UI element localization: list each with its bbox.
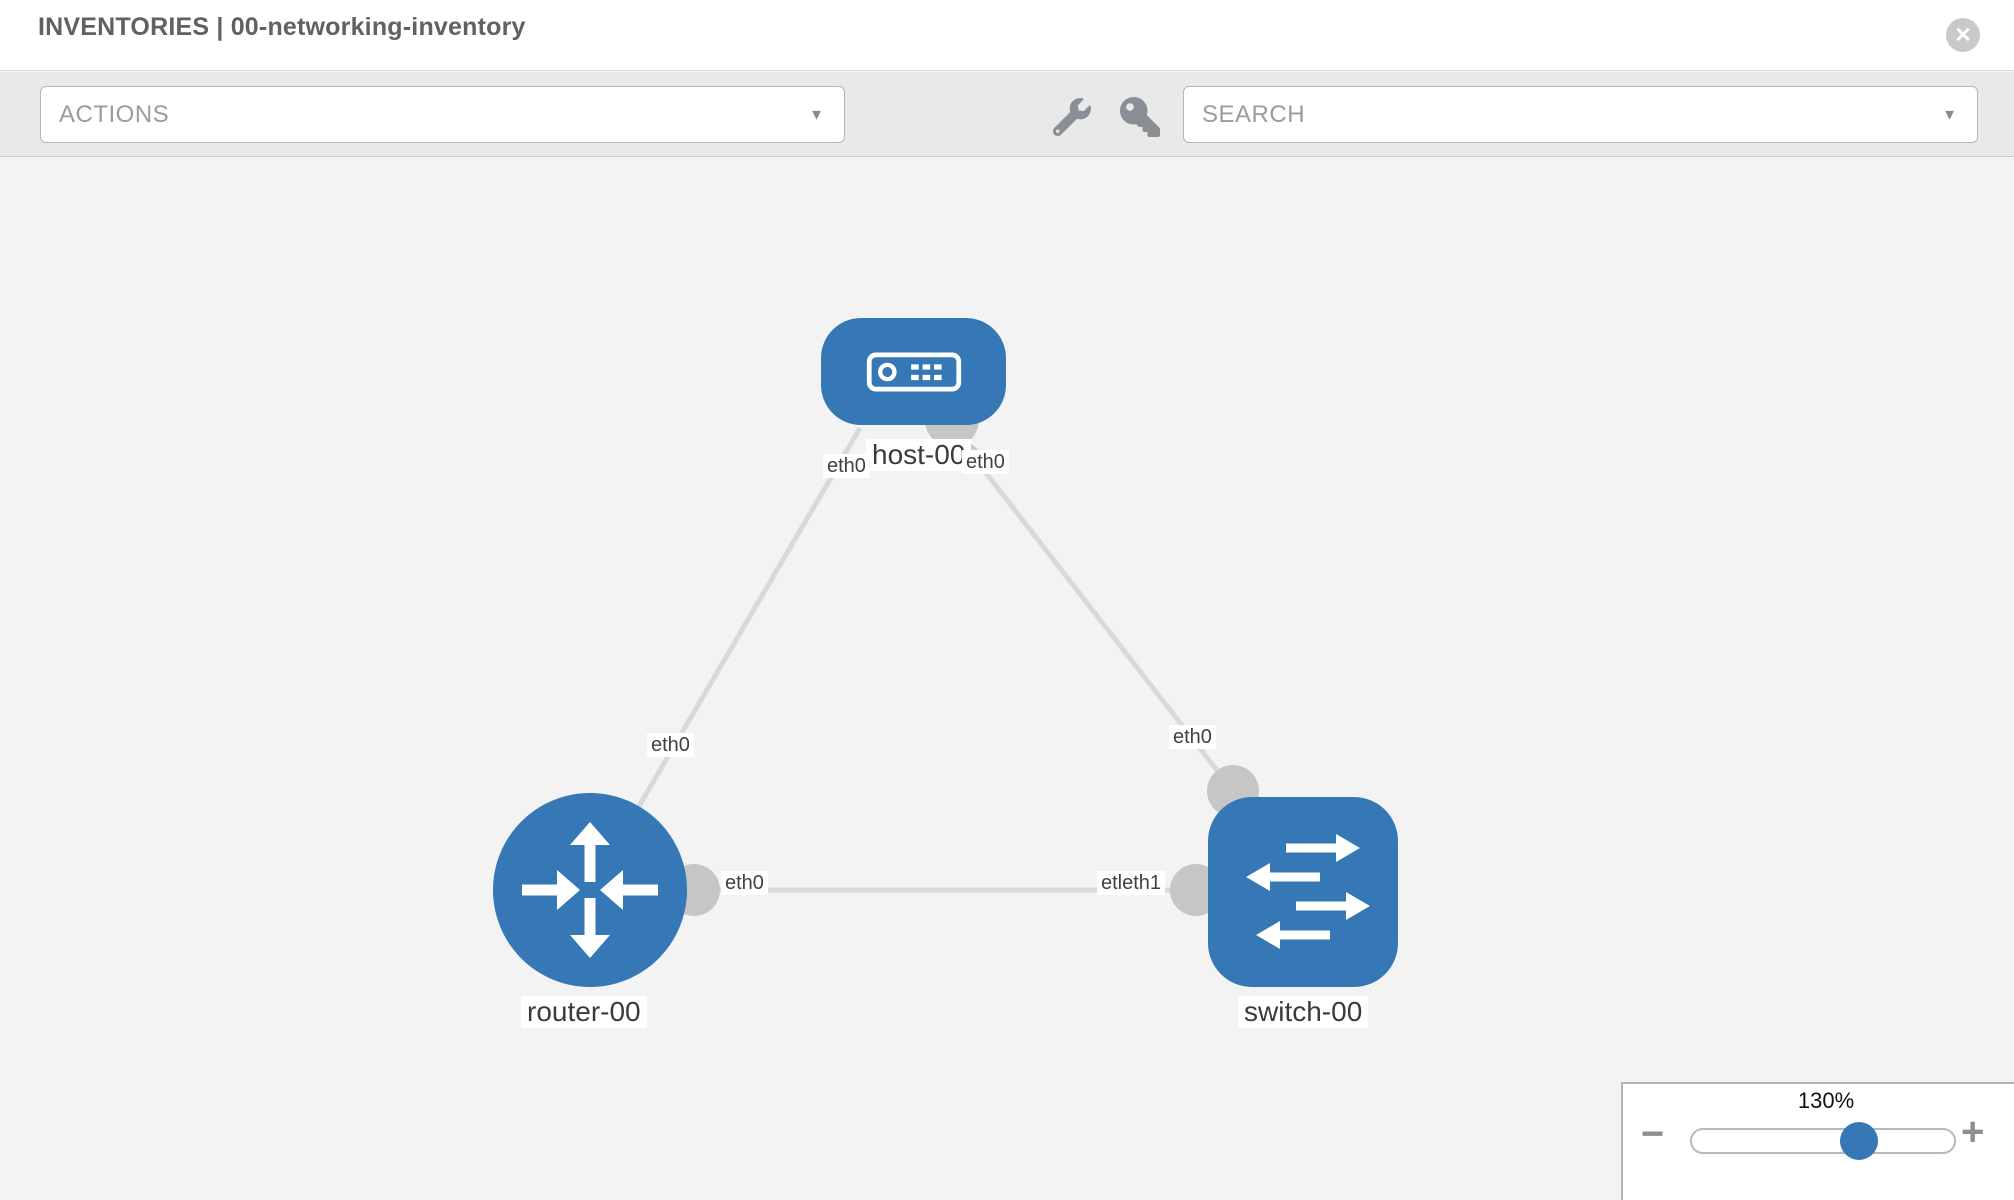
node-label-router: router-00	[521, 996, 647, 1029]
topology-canvas[interactable]: host-00 router-00 switch-00 eth0 eth0 et…	[0, 158, 2014, 1200]
links-layer	[587, 393, 1300, 916]
page-header: INVENTORIES | 00-networking-inventory ✕	[0, 0, 2014, 71]
interface-label-switch-side: etleth1	[1097, 871, 1166, 895]
search-dropdown[interactable]: SEARCH ▼	[1183, 86, 1978, 143]
zoom-in-button[interactable]: +	[1961, 1110, 1985, 1154]
page-title: INVENTORIES | 00-networking-inventory	[38, 13, 526, 41]
actions-dropdown[interactable]: ACTIONS ▼	[40, 86, 845, 143]
router-icon	[510, 810, 670, 970]
zoom-slider-handle[interactable]	[1840, 1122, 1878, 1160]
search-dropdown-label: SEARCH	[1202, 100, 1306, 128]
zoom-out-button[interactable]: −	[1641, 1112, 1665, 1156]
close-button[interactable]: ✕	[1946, 18, 1980, 52]
wrench-button[interactable]	[1050, 96, 1094, 140]
zoom-slider[interactable]	[1690, 1128, 1956, 1154]
key-button[interactable]	[1118, 96, 1162, 140]
node-label-switch: switch-00	[1238, 996, 1369, 1029]
host-icon	[866, 351, 962, 392]
switch-icon	[1208, 797, 1398, 987]
chevron-down-icon: ▼	[809, 106, 824, 123]
interface-label-router-side: eth0	[721, 871, 768, 895]
node-router-00[interactable]	[493, 793, 687, 987]
key-icon	[1120, 96, 1160, 140]
chevron-down-icon: ▼	[1942, 106, 1957, 123]
close-icon: ✕	[1954, 23, 1972, 47]
interface-label-host-left: eth0	[823, 454, 870, 478]
actions-dropdown-label: ACTIONS	[59, 100, 170, 128]
interface-label-host-right: eth0	[962, 450, 1009, 474]
interface-label-host-switch: eth0	[1169, 725, 1216, 749]
zoom-percent: 130%	[1797, 1088, 1855, 1113]
interface-label-host-router: eth0	[647, 733, 694, 757]
node-host-00[interactable]	[821, 318, 1006, 425]
wrench-icon	[1052, 97, 1091, 139]
toolbar: ACTIONS ▼ SEARCH ▼	[0, 72, 2014, 157]
node-switch-00[interactable]	[1208, 797, 1398, 987]
zoom-panel: 130% − +	[1621, 1082, 2014, 1200]
node-label-host: host-00	[866, 439, 972, 472]
